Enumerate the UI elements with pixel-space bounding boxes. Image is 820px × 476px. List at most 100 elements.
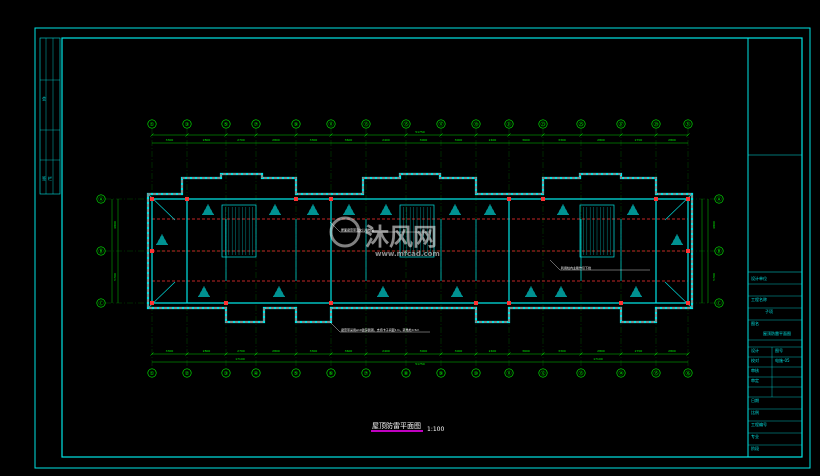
dimension-top: 2800	[597, 138, 605, 142]
dimension-bottom: 3000	[420, 349, 428, 353]
dimension-bottom: 3600	[345, 349, 353, 353]
axis-bubble-top	[147, 119, 157, 129]
annotation-note: 避雷带采用φ10镀锌圆钢，支持卡子间距1m，转角处0.5m	[341, 327, 419, 332]
axis-label-top: ⑬	[363, 121, 368, 128]
axis-label-bottom: ⑭	[618, 370, 623, 377]
axis-bubble-right	[714, 298, 724, 308]
dim-tick	[364, 133, 368, 137]
axis-bubble-top	[326, 119, 336, 129]
down-conductor-marker	[507, 197, 511, 201]
annotation-note: 利用柱内主筋作引下线	[561, 265, 591, 270]
axis-label-bottom: ④	[254, 371, 259, 377]
down-conductor-marker	[541, 197, 545, 201]
axis-bubble-top	[683, 119, 693, 129]
tb-drawing-name-label: 图名	[751, 320, 759, 326]
axis-bubble-top	[576, 119, 586, 129]
dim-tick	[404, 133, 408, 137]
dim-tick	[294, 352, 298, 356]
axis-bubble-bottom	[326, 368, 336, 378]
dim-tick	[619, 133, 623, 137]
axis-bubble-top	[221, 119, 231, 129]
dim-tick	[541, 352, 545, 356]
axis-label-bottom: ⑤	[294, 371, 298, 377]
tb-unit: 设计单位	[751, 275, 767, 281]
axis-label-bottom: ③	[224, 371, 228, 377]
dimension-bottom: 2800	[668, 349, 676, 353]
tb-discipline: 专业	[751, 433, 759, 439]
dim-tick	[224, 352, 228, 356]
overall-dimension-top: 51750	[415, 130, 425, 134]
axis-bubble-bottom	[538, 368, 548, 378]
axis-label-bottom: ⑨	[439, 371, 443, 377]
dimension-top: 3000	[420, 138, 428, 142]
axis-bubble-bottom	[401, 368, 411, 378]
dimension-right: 5700	[712, 273, 716, 281]
axis-label-left: Ⓐ	[98, 196, 103, 203]
axis-label-top: ①	[150, 122, 155, 128]
roof-vent-icon	[627, 204, 639, 215]
dim-tick	[150, 352, 154, 356]
dim-tick	[404, 352, 408, 356]
roof-vent-icon	[269, 204, 281, 215]
dimension-bottom: 3300	[310, 349, 318, 353]
stair-well	[221, 204, 257, 258]
dimension-top: 2800	[668, 138, 676, 142]
tb-sub: 子项	[765, 308, 773, 314]
axis-label-top: ㉗	[618, 121, 623, 128]
dim-tick	[364, 352, 368, 356]
axis-label-bottom: ⑧	[404, 371, 409, 377]
axis-bubble-bottom	[291, 368, 301, 378]
dimension-bottom: 2800	[203, 349, 211, 353]
roof-vent-icon	[377, 286, 389, 297]
dimension-bottom: 3300	[558, 349, 566, 353]
dim-tick	[185, 352, 189, 356]
roof-vent-icon	[343, 204, 355, 215]
note-leader	[549, 259, 561, 271]
dimension-right: 4800	[712, 221, 716, 229]
axis-bubble-bottom	[436, 368, 446, 378]
roof-vent-icon	[449, 204, 461, 215]
axis-bubble-top	[291, 119, 301, 129]
down-conductor-marker	[224, 301, 228, 305]
axis-label-bottom: ⑫	[540, 370, 545, 377]
lightning-belt	[147, 173, 693, 323]
axis-label-left: Ⓑ	[98, 248, 103, 255]
axis-bubble-right	[714, 194, 724, 204]
dim-tick	[329, 352, 333, 356]
dim-tick	[150, 133, 154, 137]
axis-label-bottom: ⑦	[364, 371, 369, 377]
axis-bubble-bottom	[651, 368, 661, 378]
axis-bubble-top	[651, 119, 661, 129]
tb-scale: 比例	[751, 409, 759, 415]
dimension-top: 3600	[345, 138, 353, 142]
sub-dimension-right: 17100	[593, 357, 603, 361]
tb-code: 工程编号	[751, 421, 767, 427]
dim-tick	[474, 352, 478, 356]
overall-dimension-bottom: 51750	[415, 362, 425, 366]
axis-bubble-bottom	[576, 368, 586, 378]
axis-label-bottom: ⑪	[506, 370, 511, 377]
dimension-bottom: 2700	[635, 349, 643, 353]
tb-project: 工程名称	[751, 296, 767, 302]
dim-tick	[686, 352, 690, 356]
tb-design: 设计	[751, 347, 759, 353]
down-conductor-marker	[507, 301, 511, 305]
down-conductor-marker	[686, 249, 690, 253]
roof-vent-icon	[630, 286, 642, 297]
tb-number: 电施-05	[775, 357, 790, 363]
sub-dimension-left: 17100	[235, 357, 245, 361]
tb-stage: 阶段	[751, 445, 759, 451]
stair-well	[399, 204, 435, 258]
axis-bubble-top	[504, 119, 514, 129]
axis-bubble-left	[96, 298, 106, 308]
roof-vent-icon	[555, 286, 567, 297]
down-conductor-marker	[619, 301, 623, 305]
axis-bubble-bottom	[182, 368, 192, 378]
stair-well	[579, 204, 615, 258]
dim-tick	[439, 133, 443, 137]
axis-bubble-top	[616, 119, 626, 129]
dim-tick	[686, 133, 690, 137]
down-conductor-marker	[686, 301, 690, 305]
axis-bubble-bottom	[361, 368, 371, 378]
